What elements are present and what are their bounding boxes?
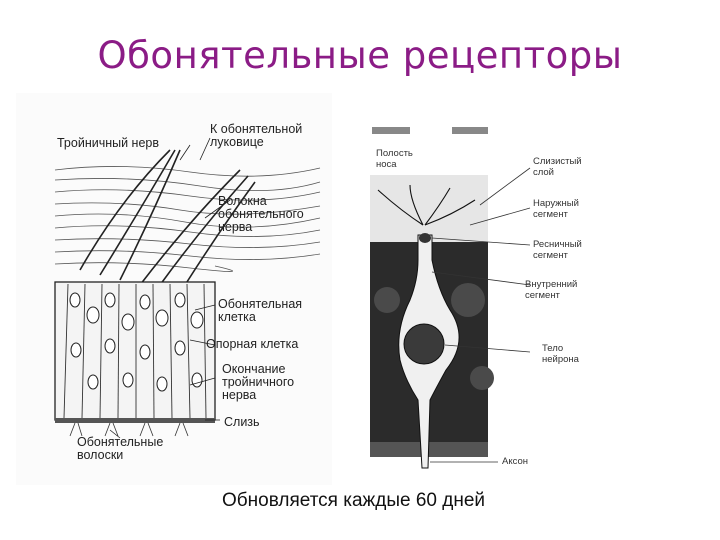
label-olfactory-nerve-fibers: Волокна обонятельного нерва bbox=[218, 194, 304, 234]
label-trigeminal-ending: Окончание тройничного нерва bbox=[222, 362, 295, 402]
neuron-nucleus bbox=[403, 323, 445, 365]
label-olfactory-hairs: Обонятельные волоски bbox=[77, 435, 164, 462]
label-olfactory-cell: Обонятельная клетка bbox=[218, 297, 303, 324]
leader-lines-left bbox=[109, 137, 231, 439]
mucus-layer bbox=[55, 418, 215, 423]
label-mucus: Слизь bbox=[224, 415, 260, 429]
label-mucous-layer: Слизистый слой bbox=[533, 156, 582, 178]
leader-lines-right bbox=[430, 167, 531, 463]
label-neuron-body: Тело нейрона bbox=[542, 343, 579, 365]
slide-title: Обонятельные рецепторы bbox=[97, 34, 623, 77]
label-cilia-segment: Ресничный сегмент bbox=[533, 239, 582, 261]
renewal-caption: Обновляется каждые 60 дней bbox=[222, 490, 486, 511]
label-to-olfactory-bulb: К обонятельной луковице bbox=[210, 122, 303, 149]
label-trigeminal-nerve: Тройничный нерв bbox=[57, 136, 160, 150]
label-inner-segment: Внутренний сегмент bbox=[525, 279, 578, 301]
cilia bbox=[377, 184, 476, 226]
label-nasal-cavity: Полость носа bbox=[376, 148, 413, 170]
cell-nuclei bbox=[69, 292, 204, 392]
epithelial-cells bbox=[63, 283, 207, 419]
olfactory-hairs bbox=[69, 422, 189, 437]
nerve-fibers bbox=[79, 149, 256, 286]
label-outer-segment: Наружный сегмент bbox=[533, 198, 579, 220]
connective-tissue bbox=[54, 166, 321, 272]
label-supporting-cell: Опорная клетка bbox=[206, 337, 299, 351]
label-axon: Аксон bbox=[502, 456, 528, 467]
